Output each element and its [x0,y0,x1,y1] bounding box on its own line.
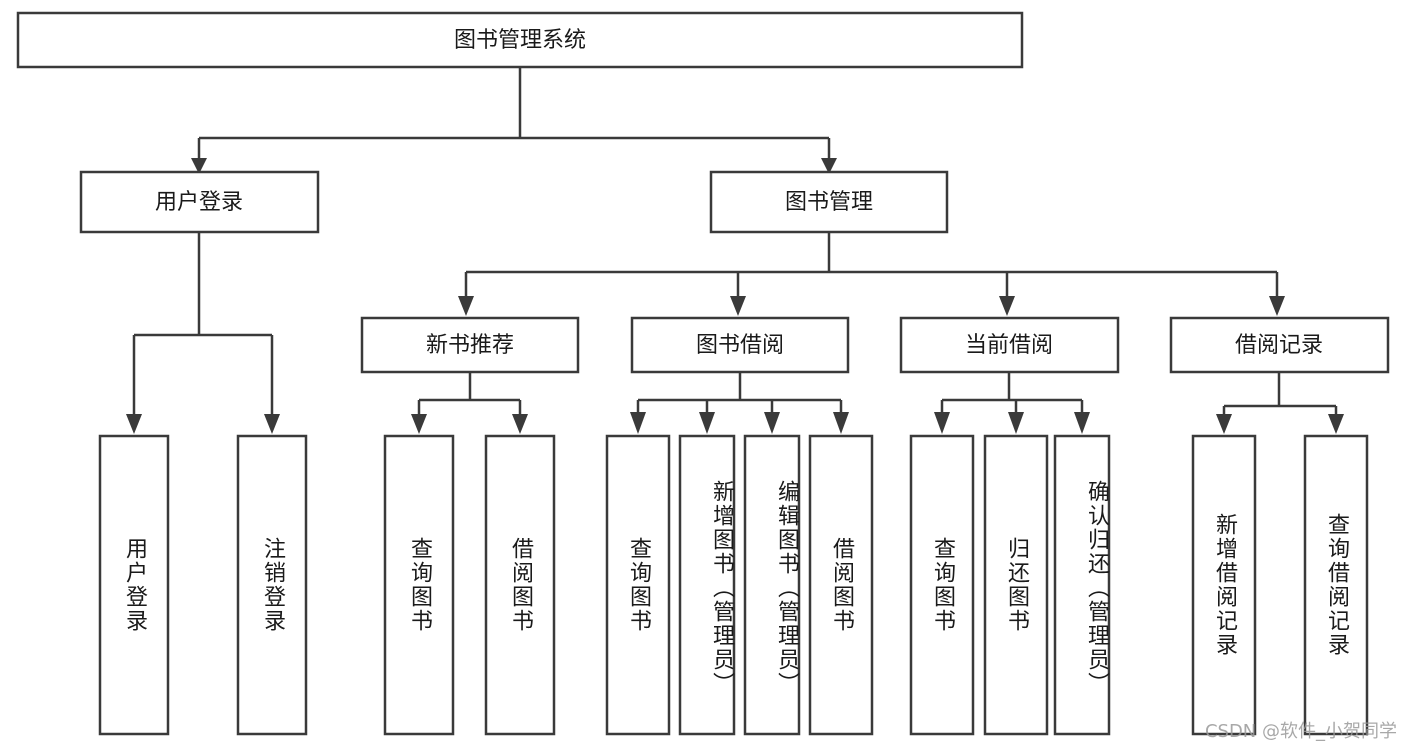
node-box-leaf-query-book-current[interactable] [909,434,975,736]
node-label-book-borrow: 图书借阅 [696,333,784,358]
node-box-new-book-recommend[interactable] [360,316,580,374]
arrowhead-book-management [821,158,837,174]
node-box-leaf-query-book-borrow[interactable] [605,434,671,736]
arrowhead-borrow-record [1269,296,1285,316]
arrowhead-leaf-user-login [126,414,142,434]
arrowhead-leaf-query-book-borrow [630,412,646,434]
arrowhead-leaf-borrow-book [833,412,849,434]
node-box-leaf-edit-book-admin[interactable] [743,434,801,736]
arrowhead-leaf-confirm-return-admin [1074,412,1090,434]
arrowhead-user-login [191,158,207,174]
arrowhead-new-book-recommend [458,296,474,316]
node-box-borrow-record[interactable] [1169,316,1390,374]
arrowhead-leaf-add-borrow-record [1216,414,1232,434]
arrowhead-leaf-borrow-book-recommend [512,414,528,434]
node-label-borrow-record: 借阅记录 [1235,333,1323,358]
node-box-leaf-borrow-book-recommend[interactable] [484,434,556,736]
connector-layer [126,67,1344,434]
node-label-user-login: 用户登录 [155,190,243,215]
arrowhead-book-borrow [730,296,746,316]
node-label-current-borrow: 当前借阅 [965,333,1053,358]
node-box-book-management[interactable] [709,170,949,234]
node-label-root: 图书管理系统 [454,28,586,53]
node-box-leaf-query-borrow-record[interactable] [1303,434,1369,736]
node-box-leaf-user-login[interactable] [98,434,170,736]
arrowhead-leaf-query-book-current [934,412,950,434]
node-box-leaf-return-book[interactable] [983,434,1049,736]
arrowhead-leaf-logout-login [264,414,280,434]
arrowhead-leaf-query-borrow-record [1328,414,1344,434]
node-layer: 图书管理系统 用户登录 图书管理 新书推荐 图书借阅 当前借阅 借阅记录 [16,11,1390,736]
arrowhead-leaf-edit-book-admin [764,412,780,434]
arrowhead-leaf-add-book-admin [699,412,715,434]
node-box-leaf-add-borrow-record[interactable] [1191,434,1257,736]
node-label-new-book-recommend: 新书推荐 [426,333,514,358]
node-box-root[interactable] [16,11,1024,69]
node-box-current-borrow[interactable] [899,316,1120,374]
csdn-watermark: CSDN @软件_小贺同学 [1204,721,1397,742]
node-box-leaf-add-book-admin[interactable] [678,434,736,736]
node-label-book-management: 图书管理 [785,190,873,215]
arrowhead-leaf-query-book-recommend [411,414,427,434]
node-box-leaf-query-book-recommend[interactable] [383,434,455,736]
node-box-leaf-confirm-return-admin[interactable] [1053,434,1111,736]
arrowhead-current-borrow [999,296,1015,316]
node-box-leaf-logout-login[interactable] [236,434,308,736]
node-box-user-login[interactable] [79,170,320,234]
node-box-leaf-borrow-book[interactable] [808,434,874,736]
arrowhead-leaf-return-book [1008,412,1024,434]
node-box-book-borrow[interactable] [630,316,850,374]
